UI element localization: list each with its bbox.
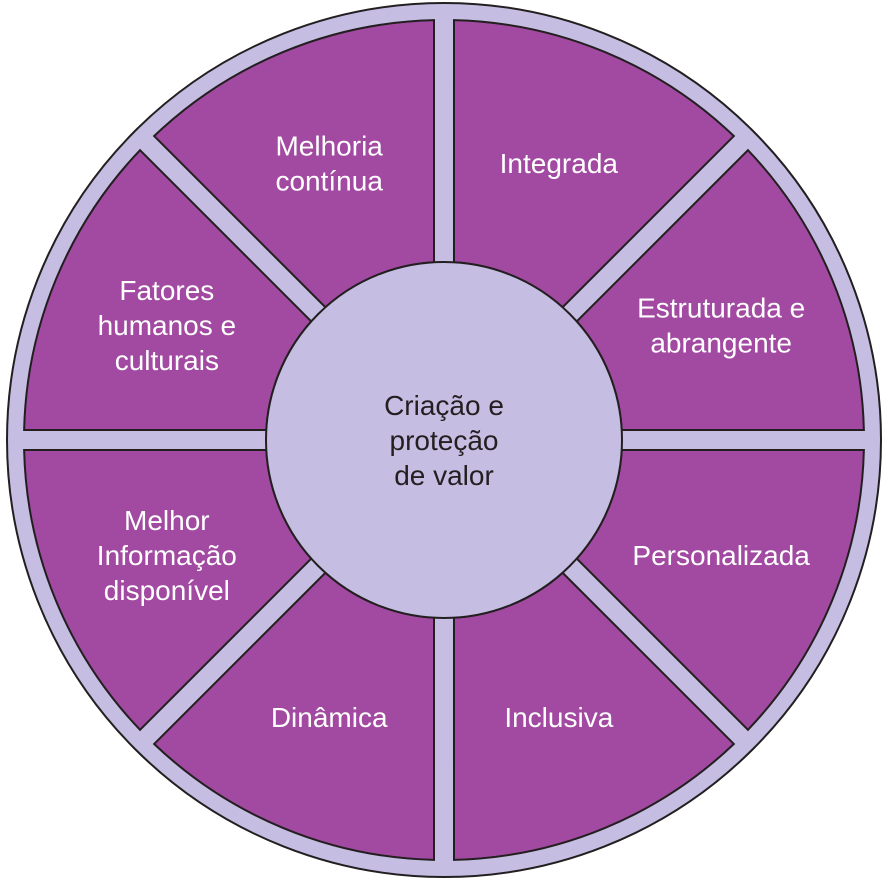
segment-label-line: culturais (115, 345, 219, 376)
center-label: Criação e proteção de valor (384, 390, 504, 491)
center-circle (265, 261, 623, 619)
segment-label-line: Melhor (124, 505, 210, 536)
segment-label-line: Fatores (119, 275, 214, 306)
center-label-line: proteção (390, 425, 499, 456)
segment-label-estruturada: Estruturada e abrangente (637, 293, 805, 359)
segment-label-inclusiva: Inclusiva (504, 702, 613, 733)
center-label-line: de valor (394, 460, 494, 491)
segment-label-dinamica: Dinâmica (271, 702, 388, 733)
segment-label-line: Inclusiva (504, 702, 613, 733)
segment-label-personalizada: Personalizada (632, 540, 810, 571)
center-label-line: Criação e (384, 390, 504, 421)
segment-label-line: Dinâmica (271, 702, 388, 733)
segment-label-line: Personalizada (632, 540, 810, 571)
segment-label-line: Integrada (500, 148, 619, 179)
segment-label-integrada: Integrada (500, 148, 619, 179)
segment-label-line: contínua (275, 165, 383, 196)
segment-label-line: disponível (104, 575, 230, 606)
segment-label-line: Melhoria (275, 130, 383, 161)
segment-label-line: Informação (97, 540, 237, 571)
segment-label-line: humanos e (98, 310, 237, 341)
segment-label-fatores-humanos: Fatores humanos e culturais (98, 275, 237, 376)
segment-label-melhoria-continua: Melhoria contínua (275, 130, 383, 196)
segment-label-line: abrangente (650, 328, 792, 359)
segment-label-line: Estruturada e (637, 293, 805, 324)
